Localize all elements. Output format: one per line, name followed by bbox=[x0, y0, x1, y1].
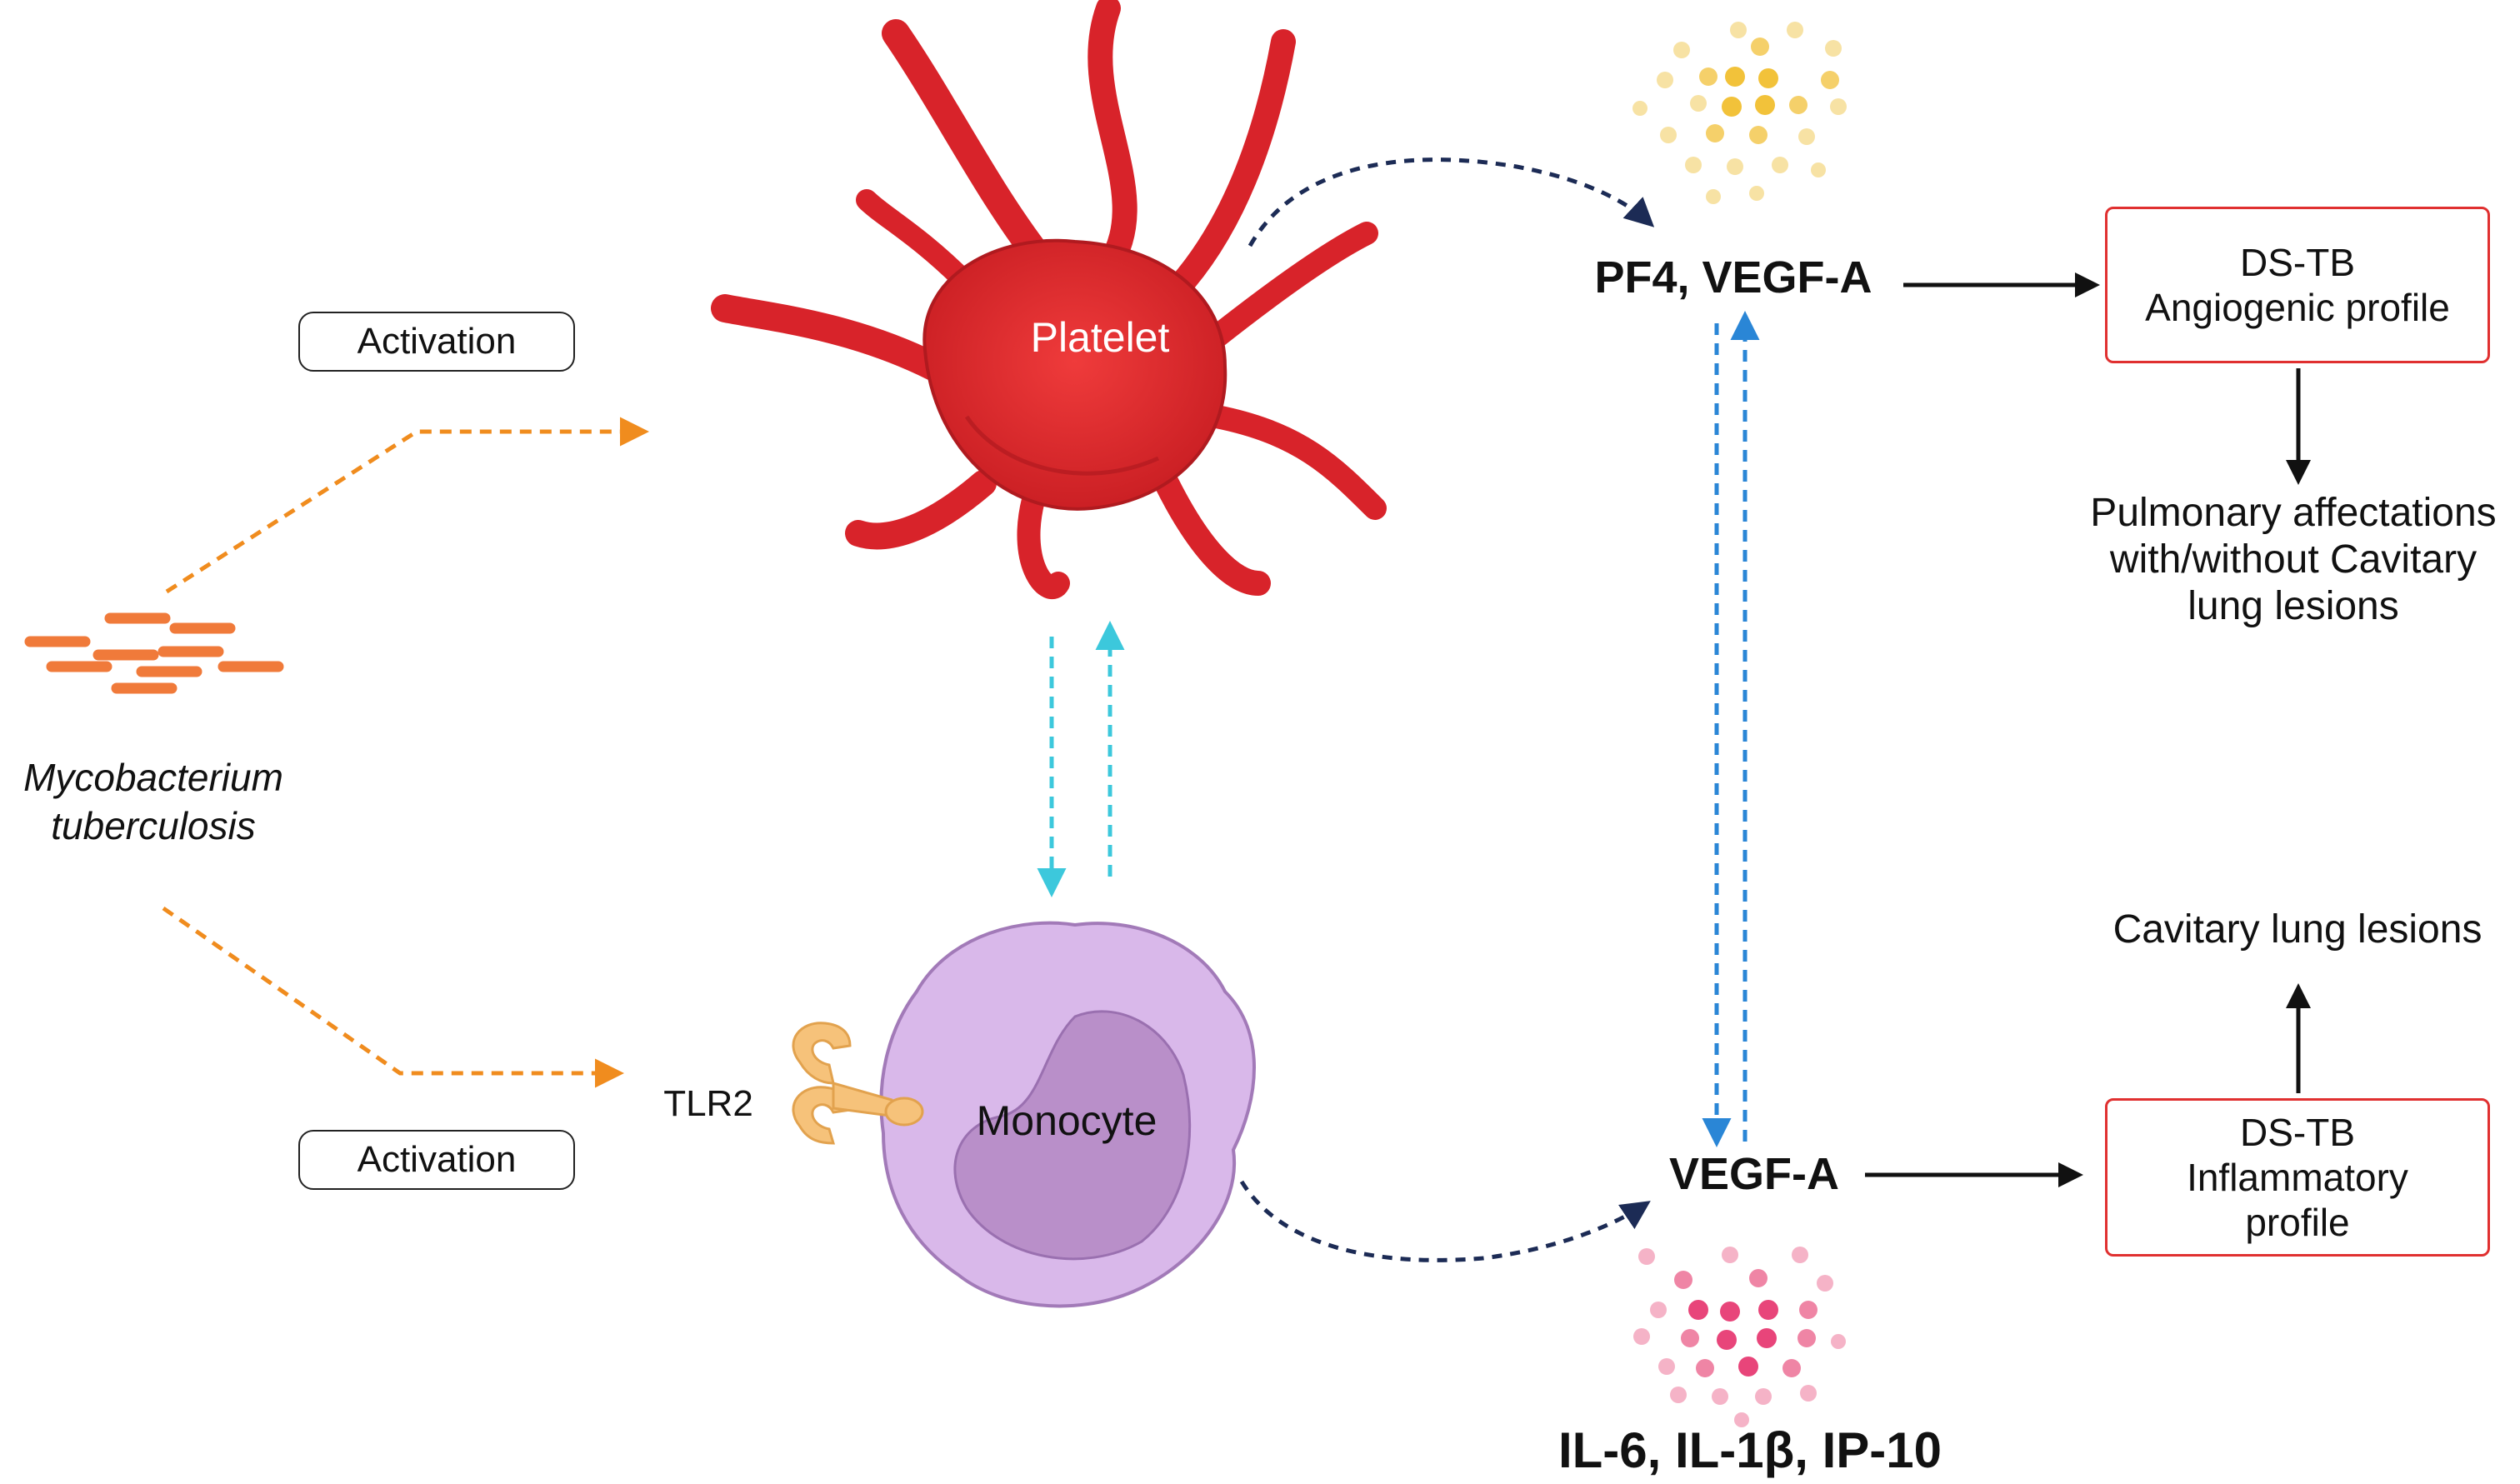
bacterium-name-line1: Mycobacterium bbox=[23, 756, 283, 799]
activation-label-top: Activation bbox=[298, 312, 575, 372]
tlr2-receptor-icon bbox=[792, 1022, 924, 1145]
activation-arrow-to-monocyte bbox=[162, 906, 624, 1088]
inflammatory-profile-line3: profile bbox=[2245, 1201, 2350, 1244]
cavitary-outcome-label: Cavitary lung lesions bbox=[2112, 907, 2482, 952]
granules-pink-icon bbox=[1633, 1247, 1846, 1427]
granules-yellow-icon bbox=[1632, 22, 1847, 204]
angiogenic-profile-line1: DS-TB bbox=[2240, 241, 2355, 284]
pulmonary-outcome-line3: lung lesions bbox=[2188, 584, 2399, 628]
inflammatory-profile-box: DS-TB Inflammatory profile bbox=[2105, 1098, 2490, 1257]
tlr2-label: TLR2 bbox=[663, 1083, 753, 1124]
monocyte-label: Monocyte bbox=[976, 1097, 1158, 1144]
activation-label-bottom: Activation bbox=[298, 1130, 575, 1190]
inflammatory-profile-line2: Inflammatory bbox=[2187, 1156, 2408, 1199]
cytokines-label: IL-6, IL-1β, IP-10 bbox=[1558, 1422, 1942, 1478]
platelet-cell-icon bbox=[711, 0, 1387, 599]
activation-arrow-to-platelet bbox=[165, 417, 649, 594]
pulmonary-outcome-line2: with/without Cavitary bbox=[2109, 537, 2478, 582]
platelet-mediators-label: PF4, VEGF-A bbox=[1594, 252, 1872, 302]
monocyte-cell-icon bbox=[879, 921, 1256, 1308]
mycobacterium-icon bbox=[24, 612, 284, 694]
angiogenic-profile-box: DS-TB Angiogenic profile bbox=[2105, 207, 2490, 363]
platelet-to-mediators-arrow bbox=[1248, 157, 1655, 247]
angiogenic-profile-line2: Angiogenic profile bbox=[2145, 286, 2450, 329]
monocyte-vegf-label: VEGF-A bbox=[1668, 1149, 1839, 1199]
bacterium-name-line2: tuberculosis bbox=[51, 804, 256, 847]
pulmonary-outcome-line1: Pulmonary affectations bbox=[2090, 491, 2497, 535]
platelet-label: Platelet bbox=[1030, 314, 1170, 361]
inflammatory-profile-line1: DS-TB bbox=[2240, 1111, 2355, 1154]
monocyte-to-vegf-arrow bbox=[1239, 1180, 1651, 1262]
